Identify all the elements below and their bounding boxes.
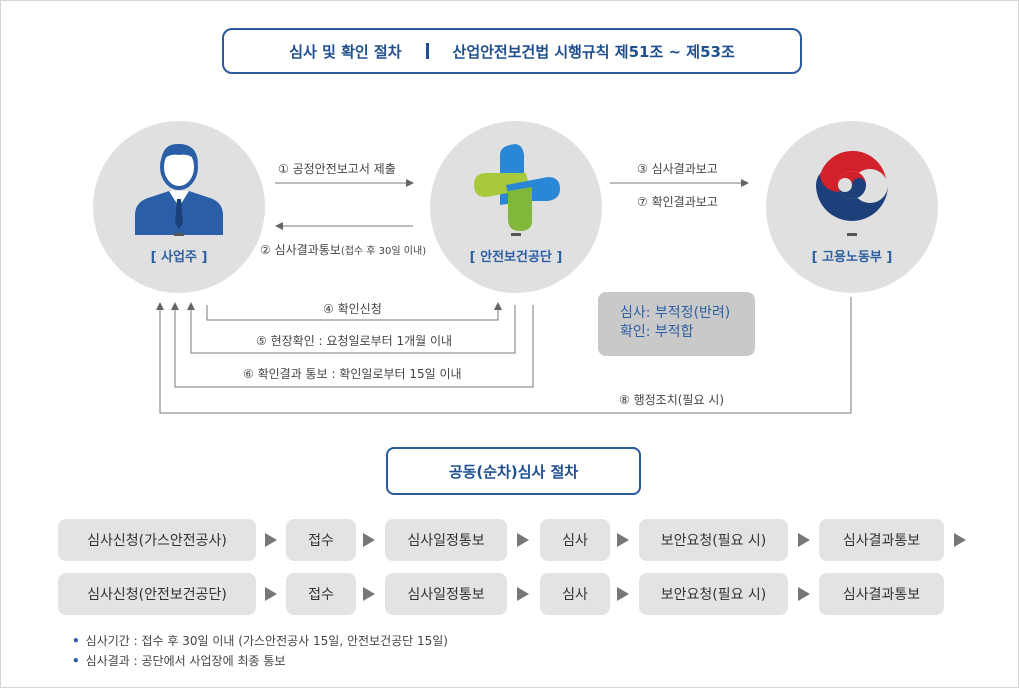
row1-step-3: 심사일정통보 — [385, 519, 507, 561]
row1-arrow-3 — [517, 533, 529, 547]
row2-step-1: 심사신청(안전보건공단) — [58, 573, 256, 615]
note-2: • 심사결과 : 공단에서 사업장에 최종 통보 — [72, 652, 285, 669]
result-line-1: 심사: 부적정(반려) — [620, 305, 731, 321]
ministry-dash — [847, 233, 857, 236]
arrow-5-line — [187, 302, 516, 354]
kosha-circle — [430, 121, 602, 293]
arrow-4-label: ④ 확인신청 — [323, 302, 382, 316]
arrow-6-line — [171, 302, 534, 388]
ministry-label: [ 고용노동부 ] — [811, 250, 893, 265]
arrow-7-label: ⑦ 확인결과보고 — [637, 195, 718, 209]
employer-label: [ 사업주 ] — [150, 250, 208, 265]
arrow-6-label: ⑥ 확인결과 통보 : 확인일로부터 15일 이내 — [243, 367, 462, 381]
arrow-3-label: ③ 심사결과보고 — [637, 162, 718, 176]
row2-step-5: 보안요청(필요 시) — [639, 573, 788, 615]
kosha-dash — [511, 233, 521, 236]
businessman-icon — [135, 143, 223, 235]
kosha-label: [ 안전보건공단 ] — [469, 250, 563, 265]
row1-step-2: 접수 — [286, 519, 356, 561]
title-separator — [425, 43, 429, 59]
arrow-8-label: ⑧ 행정조치(필요 시) — [619, 393, 725, 407]
row2-arrow-1 — [265, 587, 277, 601]
row2-step-6: 심사결과통보 — [819, 573, 944, 615]
row2-arrow-2 — [363, 587, 375, 601]
row1-arrow-5 — [798, 533, 810, 547]
row2-arrow-4 — [617, 587, 629, 601]
row1-arrow-1 — [265, 533, 277, 547]
arrow-2-note: (접수 후 30일 이내) — [340, 246, 427, 257]
title-left: 심사 및 확인 절차 — [289, 42, 402, 61]
page-title: 심사 및 확인 절차 산업안전보건법 시행규칙 제51조 ~ 제53조 — [222, 28, 802, 74]
bullet-icon: • — [72, 654, 80, 668]
row1-arrow-4 — [617, 533, 629, 547]
row2-step-3: 심사일정통보 — [385, 573, 507, 615]
result-box: 심사: 부적정(반려) 확인: 부적합 — [598, 292, 755, 356]
row1-step-5: 보안요청(필요 시) — [639, 519, 788, 561]
row2-step-2: 접수 — [286, 573, 356, 615]
bullet-icon: • — [72, 634, 80, 648]
ministry-circle — [766, 121, 938, 293]
row1-arrow-6 — [954, 533, 966, 547]
government-emblem-icon — [816, 149, 888, 221]
row1-arrow-2 — [363, 533, 375, 547]
row2-arrow-3 — [517, 587, 529, 601]
arrow-4-line — [206, 302, 502, 321]
arrow-2-label: ② 심사결과통보(접수 후 30일 이내) — [260, 241, 426, 258]
employer-dash — [174, 233, 184, 236]
note-1-text: 심사기간 : 접수 후 30일 이내 (가스안전공사 15일, 안전보건공단 1… — [85, 634, 448, 648]
note-2-text: 심사결과 : 공단에서 사업장에 최종 통보 — [85, 654, 286, 668]
row1-step-4: 심사 — [540, 519, 610, 561]
arrow-2-main: ② 심사결과통보 — [260, 243, 341, 257]
kosha-cross-icon — [474, 144, 560, 231]
arrow-1-label: ① 공정안전보고서 제출 — [278, 162, 396, 176]
arrow-8-line — [156, 297, 852, 414]
row2-arrow-5 — [798, 587, 810, 601]
arrow-5-label: ⑤ 현장확인 : 요청일로부터 1개월 이내 — [256, 334, 453, 348]
note-1: • 심사기간 : 접수 후 30일 이내 (가스안전공사 15일, 안전보건공단 … — [72, 632, 448, 649]
joint-review-title: 공동(순차)심사 절차 — [386, 447, 641, 495]
row2-step-4: 심사 — [540, 573, 610, 615]
employer-circle — [93, 121, 265, 293]
title-right: 산업안전보건법 시행규칙 제51조 ~ 제53조 — [452, 42, 735, 61]
row1-step-6: 심사결과통보 — [819, 519, 944, 561]
result-line-2: 확인: 부적합 — [620, 324, 694, 340]
row1-step-1: 심사신청(가스안전공사) — [58, 519, 256, 561]
